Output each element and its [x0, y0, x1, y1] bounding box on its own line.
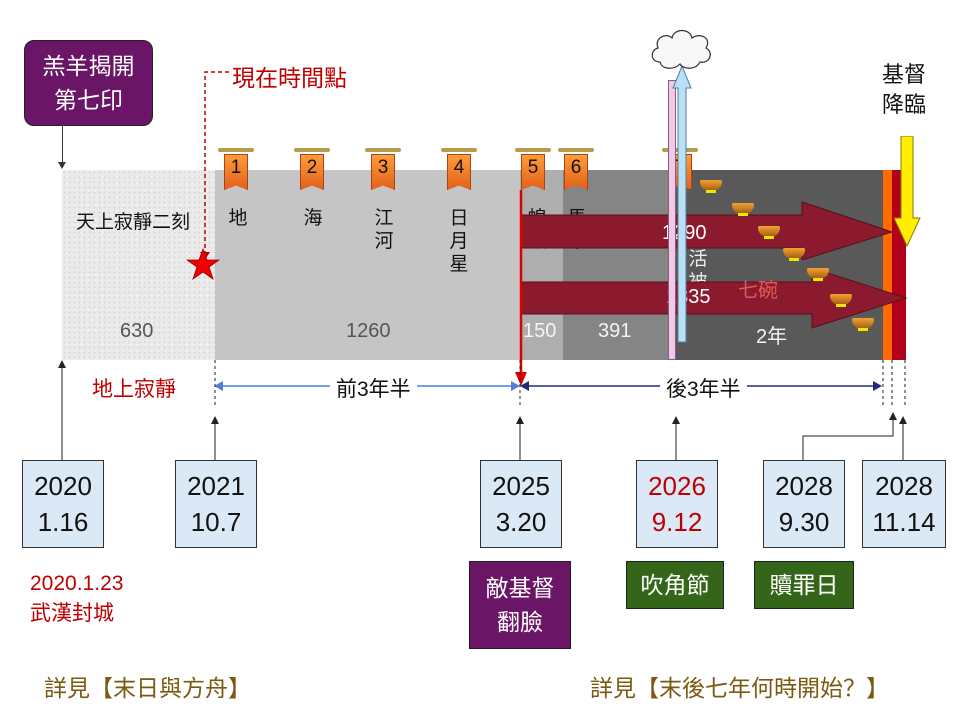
duration-1260: 1260: [346, 320, 391, 342]
trumpet-flag-6: 6: [558, 148, 594, 190]
trumpet-num-2: 2: [300, 154, 324, 190]
horse-segment: [563, 170, 671, 360]
silence-segment: [62, 170, 215, 360]
bowl-icon-2: [732, 203, 754, 216]
second-half-label: 後3年半: [660, 373, 747, 403]
date-connectors: [58, 360, 907, 460]
seal-line2: 第七印: [54, 87, 123, 113]
seal-arrowhead: [58, 162, 66, 169]
bowl-segment: [671, 170, 883, 360]
date-box-2025-3-20: 2025 3.20: [480, 460, 562, 548]
seal-connector: [62, 126, 63, 164]
trumpet-segment: [215, 170, 520, 360]
antichrist-box: 敵基督 翻臉: [469, 561, 571, 649]
wuhan-label: 2020.1.23 武漢封城: [30, 569, 123, 629]
trumpet-flag-2: 2: [294, 148, 330, 190]
trumpet-num-3: 3: [371, 154, 395, 190]
wuhan-text: 武漢封城: [30, 602, 114, 625]
atonement-day-label: 贖罪日: [769, 572, 839, 598]
duration-630: 630: [120, 320, 154, 342]
date-box-2028-9-30: 2028 9.30: [763, 460, 845, 548]
trumpets-feast-box: 吹角節: [626, 561, 724, 609]
date-day: 11.14: [872, 507, 936, 537]
abomination-marker: [515, 190, 527, 386]
date-box-2026-9-12: 2026 9.12: [636, 460, 718, 548]
locust-segment: [520, 170, 563, 360]
current-point-label: 現在時間點: [232, 65, 347, 91]
date-box-2021-10-7: 2021 10.7: [175, 460, 257, 548]
seven-bowls-label: 七碗: [738, 280, 778, 302]
trumpets-feast-label: 吹角節: [640, 572, 710, 598]
trumpet-flag-4: 4: [441, 148, 477, 190]
date-day: 9.12: [651, 507, 703, 537]
trumpet-label-3: 江河: [374, 208, 394, 252]
date-year: 2028: [875, 471, 933, 501]
second-coming-line1: 基督: [881, 62, 926, 87]
date-day: 9.30: [778, 507, 830, 537]
trumpet-num-4: 4: [447, 154, 471, 190]
second-coming-arrow: [893, 136, 921, 248]
arrow-1290: [520, 201, 894, 260]
date-day: 3.20: [495, 507, 547, 537]
date-day: 10.7: [190, 507, 242, 537]
trumpet-flag-1: 1: [218, 148, 254, 190]
duration-391: 391: [598, 320, 632, 342]
timeline-ticks: [214, 360, 906, 406]
rapture-arrow: [672, 66, 692, 343]
footer-left-link[interactable]: 詳見【末日與方舟】: [44, 675, 251, 701]
seal-box: 羔羊揭開 第七印: [24, 40, 153, 126]
bowl-icon-3: [758, 226, 780, 239]
trumpet-label-4: 日月星: [449, 208, 469, 275]
trumpet-num-5: 5: [521, 154, 545, 190]
antichrist-line1: 敵基督: [485, 575, 555, 601]
date-day: 1.16: [37, 507, 89, 537]
bowl-icon-4: [783, 248, 805, 261]
date-year: 2020: [34, 471, 92, 501]
second-coming-line2: 降臨: [881, 92, 926, 117]
date-year: 2025: [492, 471, 550, 501]
trumpet-flag-3: 3: [365, 148, 401, 190]
date-box-2020-1-16: 2020 1.16: [22, 460, 104, 548]
bowl-icon-6: [830, 294, 852, 307]
footer-right-link[interactable]: 詳見【末後七年何時開始？】: [590, 675, 889, 701]
bowl-icon-7: [852, 318, 874, 331]
duration-150: 150: [523, 320, 557, 342]
bowl-icon-1: [700, 180, 722, 193]
date-year: 2026: [648, 471, 706, 501]
second-coming-label: 基督 降臨: [878, 60, 930, 120]
star-icon: [186, 248, 220, 281]
trumpet-label-1: 地: [228, 208, 248, 229]
atonement-day-box: 贖罪日: [754, 561, 854, 609]
trumpet-label-2: 海: [303, 208, 323, 229]
label-1335: 1335: [666, 286, 711, 308]
orange-band: [883, 170, 892, 360]
earth-silence-label: 地上寂靜: [92, 378, 176, 401]
trumpet-num-6: 6: [564, 154, 588, 190]
wuhan-date: 2020.1.23: [30, 572, 124, 595]
date-box-2028-11-14: 2028 11.14: [862, 460, 946, 548]
bowl-icon-5: [807, 268, 829, 281]
first-half-label: 前3年半: [330, 373, 417, 403]
rapture-pole: [668, 80, 676, 360]
duration-2y: 2年: [756, 326, 788, 348]
seal-line1: 羔羊揭開: [42, 53, 135, 79]
date-year: 2021: [187, 471, 245, 501]
arrow-1335: [520, 268, 908, 329]
trumpet-flag-5: 5: [515, 148, 551, 190]
date-year: 2028: [775, 471, 833, 501]
cloud-icon: [651, 29, 711, 69]
heaven-silence-label: 天上寂靜二刻: [76, 212, 191, 233]
trumpet-num-1: 1: [224, 154, 248, 190]
antichrist-line2: 翻臉: [497, 609, 543, 635]
